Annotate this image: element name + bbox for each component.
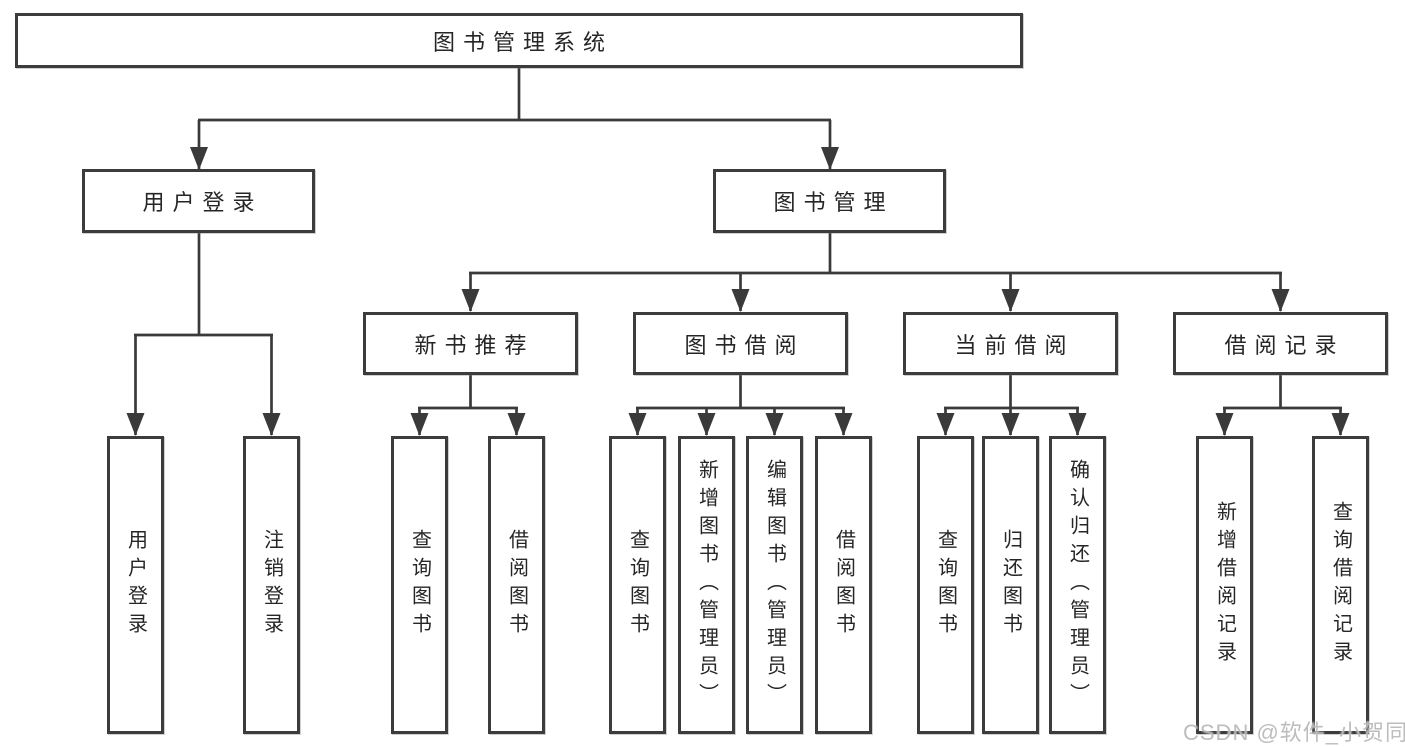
node-user-login: 用户登录 [82, 169, 315, 233]
leaf-borrow-add-book: 新增图书（管理员） [678, 436, 735, 734]
leaf-user-login-label: 用户登录 [124, 529, 147, 641]
leaf-borrow-book: 借阅图书 [815, 436, 872, 734]
leaf-return-book: 归还图书 [982, 436, 1039, 734]
csdn-watermark: CSDN @软件_小贺同学 [1183, 720, 1405, 745]
leaf-newbook-borrow: 借阅图书 [488, 436, 545, 734]
node-book-borrow: 图书借阅 [633, 312, 848, 375]
leaf-confirm-return: 确认归还（管理员） [1049, 436, 1106, 734]
connector-arrows [126, 120, 1350, 436]
leaf-newbook-borrow-label: 借阅图书 [505, 529, 528, 641]
node-new-book-recommend: 新书推荐 [363, 312, 578, 375]
leaf-logout: 注销登录 [243, 436, 300, 734]
leaf-user-login: 用户登录 [107, 436, 164, 734]
leaf-newbook-query: 查询图书 [391, 436, 448, 734]
node-book-management: 图书管理 [713, 169, 946, 233]
leaf-add-borrow-record-label: 新增借阅记录 [1213, 501, 1236, 669]
leaf-newbook-query-label: 查询图书 [408, 529, 431, 641]
leaf-query-borrow-record: 查询借阅记录 [1312, 436, 1369, 734]
leaf-borrow-edit-book-label: 编辑图书（管理员） [763, 459, 786, 711]
leaf-logout-label: 注销登录 [260, 529, 283, 641]
leaf-borrow-book-label: 借阅图书 [832, 529, 855, 641]
leaf-confirm-return-label: 确认归还（管理员） [1066, 459, 1089, 711]
leaf-current-query-label: 查询图书 [934, 529, 957, 641]
node-root: 图书管理系统 [15, 13, 1023, 68]
leaf-query-borrow-record-label: 查询借阅记录 [1329, 501, 1352, 669]
node-borrow-records: 借阅记录 [1173, 312, 1388, 375]
connector-path [134, 68, 1342, 410]
leaf-borrow-query: 查询图书 [609, 436, 666, 734]
leaf-borrow-edit-book: 编辑图书（管理员） [746, 436, 803, 734]
leaf-borrow-query-label: 查询图书 [626, 529, 649, 641]
node-current-borrow: 当前借阅 [903, 312, 1118, 375]
leaf-borrow-add-book-label: 新增图书（管理员） [695, 459, 718, 711]
leaf-return-book-label: 归还图书 [999, 529, 1022, 641]
leaf-add-borrow-record: 新增借阅记录 [1196, 436, 1253, 734]
leaf-current-query: 查询图书 [917, 436, 974, 734]
